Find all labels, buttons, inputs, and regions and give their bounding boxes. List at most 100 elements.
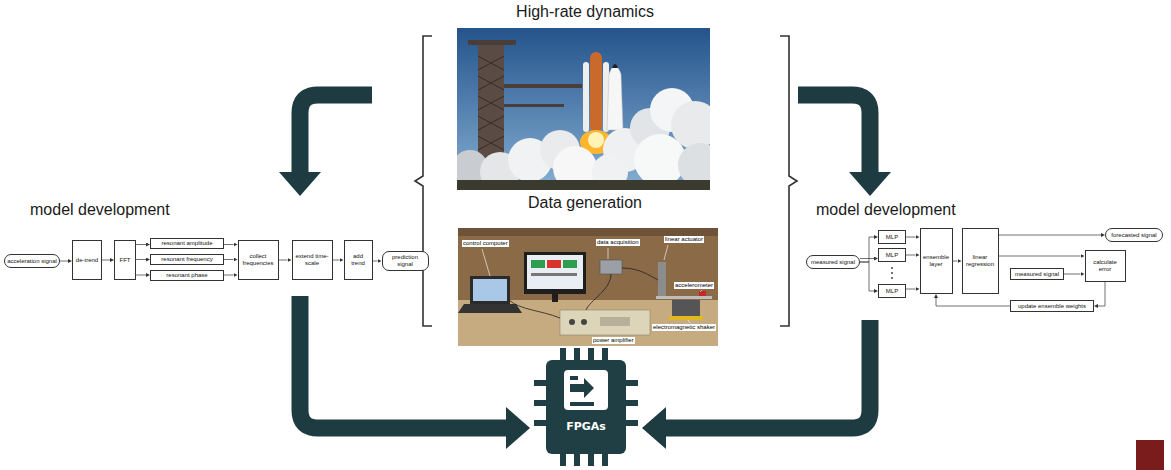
signal-arrow: [333, 260, 340, 261]
signal-arrow: [136, 244, 146, 245]
launch-photo: [607, 66, 623, 130]
process-box: MLP: [878, 248, 906, 262]
signal-arrow: [999, 235, 1102, 236]
signal-arrow: [136, 275, 146, 276]
lab-setup-photo: [527, 255, 583, 289]
box-label: acceleration signal: [7, 258, 57, 265]
part-label: power amplifier: [592, 337, 635, 344]
signal-arrow: [224, 275, 234, 276]
ellipsis-dots: [891, 272, 893, 274]
flow-arrow: [300, 95, 372, 172]
panel-group: acceleration signal de-trend FFT resonant a…: [2, 196, 430, 296]
box-label: extend time-scale: [294, 253, 331, 267]
signal-arrow: [953, 261, 958, 262]
box-label: add trend: [346, 253, 371, 267]
chip-pin: [534, 420, 546, 426]
ellipsis-dots: [891, 267, 893, 279]
box-label: update ensemble weights: [1018, 303, 1086, 310]
lab-setup-photo: [658, 262, 666, 296]
chip-pin: [560, 454, 566, 466]
signal-arrow: [860, 237, 874, 262]
section-title: High-rate dynamics: [372, 2, 798, 21]
process-box: add trend: [344, 240, 373, 280]
process-box: linear regression: [962, 228, 999, 294]
lab-setup-photo: [656, 296, 712, 299]
process-box: resonant amplitude: [150, 238, 224, 249]
box-label: forecasted signal: [1111, 232, 1156, 239]
flow-arrow: [300, 296, 506, 428]
lab-setup-photo: [458, 228, 718, 346]
signal-arrow: [860, 258, 874, 259]
launch-photo: [612, 64, 618, 68]
signal-terminal: prediction signal: [382, 251, 429, 271]
section-title: model development: [30, 200, 170, 219]
logo-square: [1136, 440, 1164, 470]
curly-bracket: [415, 36, 432, 326]
panel-group: measured signalMLPMLPMLPensemble layerli…: [802, 196, 1168, 320]
box-label: collect frequencies: [240, 253, 277, 267]
lab-setup-photo: [531, 260, 545, 268]
process-box: de-trend: [72, 240, 102, 280]
box-label: prediction signal: [384, 254, 427, 268]
process-box: MLP: [878, 230, 906, 244]
signal-arrow: [136, 259, 146, 260]
box-label: resonant frequency: [161, 256, 212, 263]
box-label: resonant phase: [166, 272, 207, 279]
chip-icon: [570, 378, 594, 398]
process-box: update ensemble weights: [1010, 300, 1094, 312]
chip-pin: [602, 348, 608, 360]
chip-label: FPGAs: [546, 420, 626, 433]
lab-setup-photo: [524, 252, 586, 294]
signal-terminal: forecasted signal: [1105, 228, 1163, 242]
signal-terminal: measured signal: [806, 255, 860, 269]
signal-arrow: [936, 298, 1010, 306]
box-label: ensemble layer: [922, 254, 951, 268]
chip-pin: [534, 400, 546, 406]
process-box: calculate error: [1085, 250, 1126, 282]
section-title: Data generation: [372, 193, 798, 212]
lab-setup-photo: [569, 319, 575, 325]
chip-pin: [588, 454, 594, 466]
signal-arrow: [1098, 282, 1105, 306]
process-box: resonant frequency: [150, 254, 224, 265]
box-label: MLP: [886, 252, 898, 259]
signal-arrow: [1064, 274, 1081, 275]
chip-pin: [574, 454, 580, 466]
signal-arrow: [906, 255, 916, 256]
launch-photo: [478, 44, 504, 168]
process-box: extend time-scale: [292, 240, 333, 280]
box-label: measured signal: [1015, 271, 1059, 278]
process-box: measured signal: [1010, 268, 1064, 280]
chip-icon: [570, 376, 594, 406]
lab-setup-photo: [560, 310, 650, 335]
signal-arrow: [102, 260, 110, 261]
launch-photo: [583, 62, 589, 132]
panel-group: High-rate dynamicsData generation: [372, 0, 798, 350]
lab-setup-photo: [552, 294, 558, 302]
lab-setup-photo: [473, 279, 507, 301]
process-box: MLP: [878, 284, 906, 298]
signal-arrow: [279, 260, 288, 261]
lab-setup-photo: [547, 260, 561, 268]
signal-arrow: [906, 237, 916, 238]
lab-setup-photo: [563, 260, 577, 268]
process-box: ensemble layer: [920, 228, 953, 294]
lab-setup-photo: [458, 228, 718, 236]
lab-setup-photo: [581, 319, 587, 325]
process-box: FFT: [114, 240, 136, 280]
logo-square: [1136, 440, 1164, 470]
part-label: data acquisition: [596, 239, 640, 246]
flow-arrow: [666, 320, 870, 428]
box-label: calculate error: [1087, 259, 1124, 273]
signal-arrow: [860, 262, 874, 291]
curly-bracket: [415, 36, 797, 326]
launch-photo: [590, 52, 602, 132]
lab-setup-photo: [458, 228, 718, 346]
chip-icon: [564, 370, 608, 410]
part-label: accelerometer: [674, 282, 714, 289]
process-box: resonant phase: [150, 270, 224, 281]
section-title: model development: [816, 200, 956, 219]
signal-arrow: [999, 256, 1081, 257]
flow-arrow: [798, 95, 870, 172]
launch-photo: [504, 104, 564, 107]
